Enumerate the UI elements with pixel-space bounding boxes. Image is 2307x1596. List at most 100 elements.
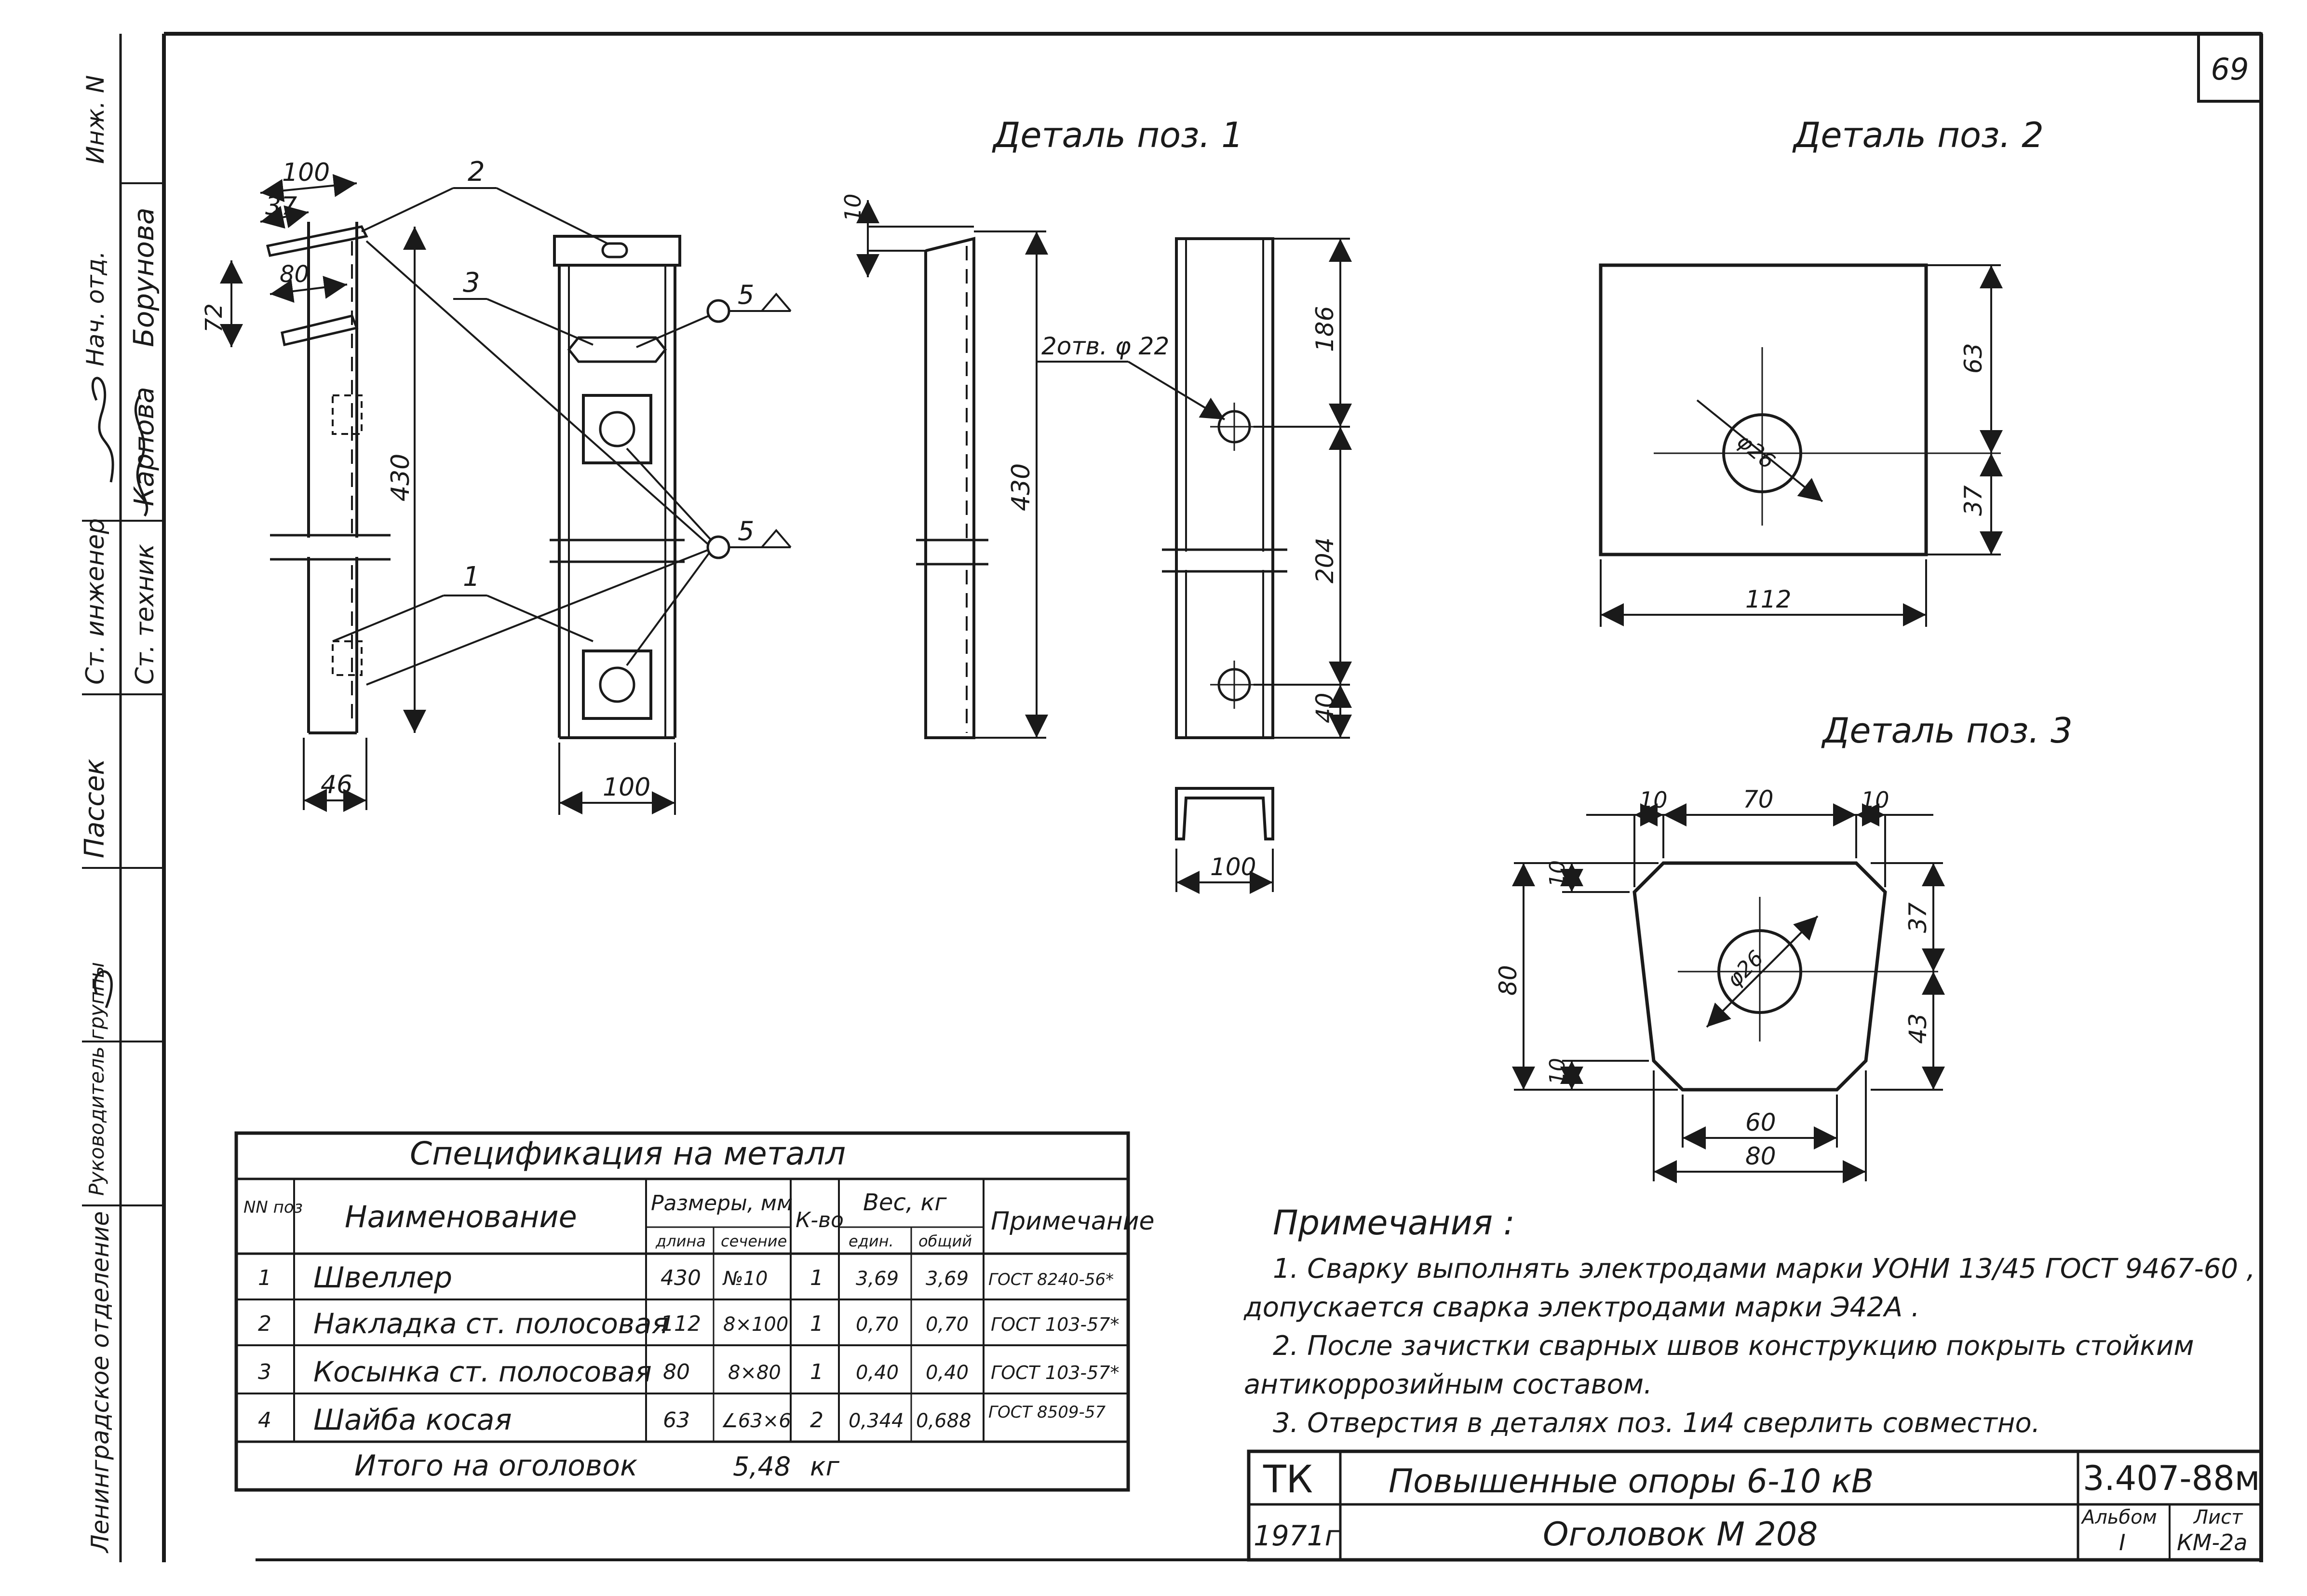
dim-204: 204 bbox=[1311, 538, 1339, 583]
weld-mark-a: 5 bbox=[738, 280, 754, 310]
spec-header-total: общий bbox=[918, 1232, 972, 1250]
row-2-note: ГОСТ 103-57* bbox=[991, 1314, 1120, 1335]
sheet-label: Лист bbox=[2193, 1506, 2243, 1528]
row-3-length: 80 bbox=[663, 1360, 690, 1384]
spec-header-length: длина bbox=[655, 1232, 706, 1250]
dim-60: 60 bbox=[1745, 1109, 1776, 1136]
dim-80-left: 80 bbox=[1494, 965, 1522, 996]
row-4-unit: 0,344 bbox=[849, 1410, 904, 1432]
spec-header-weight: Вес, кг bbox=[863, 1189, 947, 1216]
spec-header-num: NN поз bbox=[243, 1198, 303, 1217]
spec-total-label: Итого на оголовок bbox=[354, 1449, 637, 1483]
notes-heading: Примечания : bbox=[1273, 1203, 1515, 1243]
side-view-dims: 100 37 80 72 430 46 bbox=[201, 158, 426, 812]
spec-row: 4 Шайба косая 63 ∠63×6 2 0,344 0,688 ГОС… bbox=[258, 1403, 1106, 1437]
drawing-code: 3.407-88м bbox=[2083, 1459, 2260, 1498]
note-1-line2: допускается сварка электродами марки Э42… bbox=[1243, 1292, 1920, 1323]
row-2-length: 112 bbox=[661, 1312, 701, 1336]
spec-title: Спецификация на металл bbox=[410, 1135, 846, 1172]
assembly-callouts: 2 3 1 5 5 100 bbox=[332, 156, 792, 815]
spec-header-section: сечение bbox=[721, 1232, 787, 1250]
spec-header-note: Примечание bbox=[991, 1207, 1155, 1236]
dim-100-section: 100 bbox=[1210, 853, 1256, 881]
row-3-unit: 0,40 bbox=[856, 1362, 899, 1384]
notes-block: Примечания : 1. Сварку выполнять электро… bbox=[1243, 1203, 2255, 1439]
stamp-a-3: Пассек bbox=[79, 759, 110, 858]
dim-46: 46 bbox=[321, 771, 352, 799]
detail-pos2-drawing: φ26 63 37 112 bbox=[1599, 263, 2003, 627]
callout-1: 1 bbox=[463, 561, 480, 593]
detail-pos2-title: Деталь поз. 2 bbox=[1792, 115, 2044, 155]
spec-total-value: 5,48 bbox=[733, 1451, 791, 1482]
stamp-b-0: Борунова bbox=[127, 207, 160, 347]
drawing-subtitle: Оголовок М 208 bbox=[1543, 1515, 1818, 1554]
year-label: 1971г bbox=[1254, 1519, 1340, 1552]
row-2-qty: 1 bbox=[810, 1312, 823, 1336]
row-3-section: 8×80 bbox=[728, 1362, 781, 1384]
dim-10-left-top: 10 bbox=[1545, 860, 1570, 887]
drawing-title: Повышенные опоры 6-10 кВ bbox=[1389, 1462, 1874, 1501]
row-4-total: 0,688 bbox=[916, 1410, 971, 1432]
dia-26-pos3: φ26 bbox=[1722, 946, 1768, 992]
dim-37: 37 bbox=[265, 192, 297, 221]
left-stamp: Инж. N Нач. отд. Ст. инженер Пассек Руко… bbox=[79, 34, 164, 1562]
album-value: I bbox=[2119, 1529, 2126, 1555]
spec-header-sizes: Размеры, мм bbox=[651, 1191, 793, 1216]
dim-10-b: 10 bbox=[1861, 787, 1889, 813]
row-1-section: №10 bbox=[722, 1268, 768, 1290]
callout-3: 3 bbox=[463, 267, 480, 298]
dim-100-top: 100 bbox=[282, 158, 330, 187]
row-3-qty: 1 bbox=[810, 1360, 823, 1384]
dia-26-pos2: φ26 bbox=[1732, 429, 1780, 474]
dim-80-side: 80 bbox=[280, 261, 309, 288]
row-1-unit: 3,69 bbox=[856, 1268, 899, 1290]
row-4-qty: 2 bbox=[810, 1408, 823, 1433]
page-number-box: 69 bbox=[2197, 32, 2263, 103]
row-3-note: ГОСТ 103-57* bbox=[991, 1362, 1120, 1383]
row-3-total: 0,40 bbox=[926, 1362, 969, 1384]
row-1-num: 1 bbox=[258, 1266, 271, 1290]
spec-header-unit: един. bbox=[849, 1232, 894, 1250]
row-2-total: 0,70 bbox=[926, 1313, 969, 1336]
page-number: 69 bbox=[2211, 52, 2249, 87]
spec-header-name: Наименование bbox=[345, 1199, 577, 1234]
dim-430-pos1: 430 bbox=[1007, 463, 1036, 511]
detail-pos1-side: 10 430 bbox=[840, 193, 1048, 739]
row-4-note: ГОСТ 8509-57 bbox=[988, 1403, 1106, 1422]
note-2-line1: 2. После зачистки сварных швов конструкц… bbox=[1273, 1330, 2194, 1362]
stamp-a-1: Нач. отд. bbox=[81, 251, 109, 366]
row-2-name: Накладка ст. полосовая bbox=[313, 1307, 668, 1340]
assembly-front-view bbox=[550, 235, 685, 739]
row-1-total: 3,69 bbox=[926, 1268, 969, 1290]
detail-pos3-title: Деталь поз. 3 bbox=[1821, 710, 2073, 751]
row-3-name: Косынка ст. полосовая bbox=[313, 1355, 652, 1388]
dim-10-pos1: 10 bbox=[840, 193, 866, 222]
row-1-qty: 1 bbox=[810, 1266, 823, 1290]
row-2-num: 2 bbox=[258, 1312, 271, 1336]
dim-10-a: 10 bbox=[1639, 787, 1668, 813]
album-label: Альбом bbox=[2080, 1506, 2157, 1528]
note-1-line1: 1. Сварку выполнять электродами марки УО… bbox=[1273, 1253, 2255, 1285]
stamp-a-0: Инж. N bbox=[81, 75, 109, 164]
sheet-value: КМ-2а bbox=[2177, 1529, 2247, 1555]
stamp-b-2: Ст. техник bbox=[131, 543, 160, 685]
dim-72: 72 bbox=[201, 303, 228, 333]
row-2-section: 8×100 bbox=[723, 1313, 788, 1336]
stamp-a-2: Ст. инженер bbox=[81, 518, 110, 685]
detail-pos1-title: Деталь поз. 1 bbox=[992, 115, 1243, 155]
row-3-num: 3 bbox=[258, 1360, 271, 1384]
channel-section: 100 bbox=[1175, 787, 1274, 894]
spec-row: 2 Накладка ст. полосовая 112 8×100 1 0,7… bbox=[258, 1307, 1120, 1340]
spec-table: Спецификация на металл NN поз Наименован… bbox=[234, 1131, 1155, 1492]
dim-63: 63 bbox=[1959, 343, 1987, 374]
row-4-num: 4 bbox=[258, 1408, 271, 1433]
callout-2: 2 bbox=[468, 156, 485, 188]
spec-row: 1 Швеллер 430 №10 1 3,69 3,69 ГОСТ 8240-… bbox=[258, 1261, 1114, 1295]
dim-80-bottom: 80 bbox=[1745, 1142, 1776, 1170]
holes-label: 2отв. φ 22 bbox=[1041, 332, 1169, 360]
row-1-length: 430 bbox=[661, 1266, 701, 1290]
row-1-name: Швеллер bbox=[313, 1261, 452, 1295]
row-4-section: ∠63×6 bbox=[721, 1410, 791, 1432]
signature-mark bbox=[91, 377, 148, 1008]
